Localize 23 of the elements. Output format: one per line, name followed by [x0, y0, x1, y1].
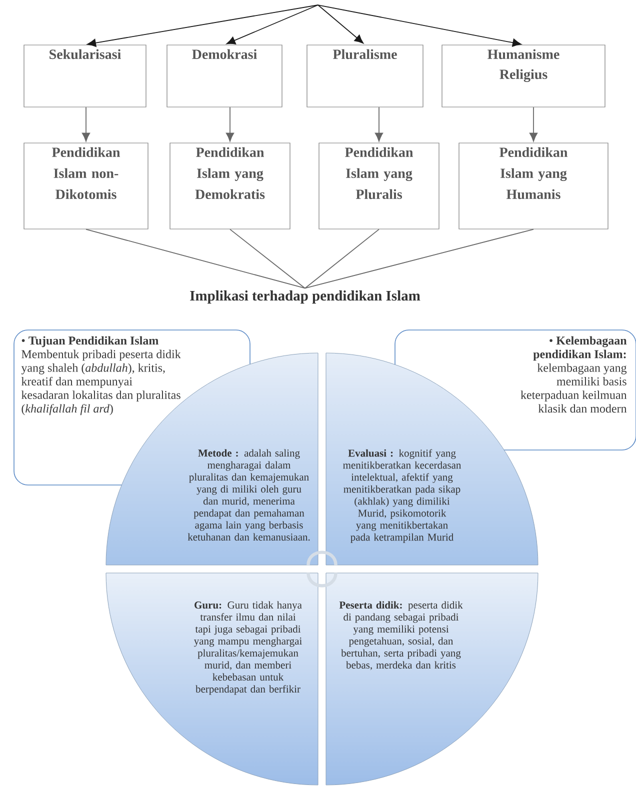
connector-line: [304, 228, 380, 289]
text-box: Pendidikan Islam yang Pluralis: [318, 142, 440, 230]
text-box: Humanisme Religius: [442, 44, 606, 108]
arrow: [226, 106, 234, 142]
heading: Implikasi terhadap pendidikan Islam: [190, 290, 420, 304]
connector-line: [86, 228, 306, 289]
text-box: Pendidikan Islam yang Humanis: [458, 142, 608, 230]
arrow: [318, 4, 364, 44]
text-box: Sekularisasi: [24, 44, 146, 108]
text-box: Pendidikan Islam yang Demokratis: [170, 142, 290, 230]
arrow: [87, 4, 318, 47]
arrow: [318, 4, 522, 47]
text-box: Pendidikan Islam non-Dikotomis: [24, 142, 148, 230]
arrow: [529, 106, 538, 142]
arrow: [226, 4, 318, 44]
connector-line: [304, 228, 534, 289]
connector-line: [230, 228, 306, 289]
text-box: Pluralisme: [306, 44, 424, 108]
arrow: [82, 106, 90, 142]
arrow: [374, 106, 384, 142]
student-quadrant: Peserta didik: peserta didik di pandang sebagai pribadi yang memiliki potensi pengetahuan, sosial, dan bertuhan, serta pribadi yang bebas, merdeka dan kritis: [326, 572, 538, 786]
text-box: Demokrasi: [166, 44, 282, 108]
teacher-quadrant: Guru: Guru tidak hanya transfer ilmu dan nilai tapi juga sebagai pribadi yang mampu menghargai pluralitas/kemajemukan murid, dan memberi kebebasan untuk berpendapat dan berfikir: [106, 572, 318, 786]
